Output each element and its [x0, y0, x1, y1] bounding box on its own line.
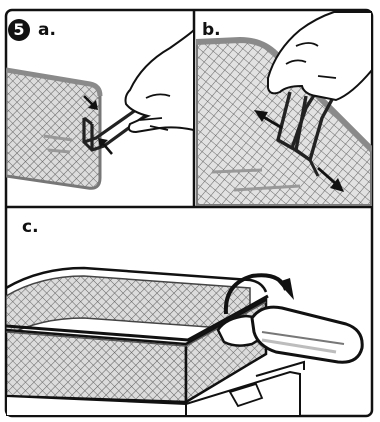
basket-front-mesh — [6, 330, 186, 402]
hand — [268, 12, 372, 100]
panel-label-c: c. — [22, 217, 39, 237]
panel-a-illustration — [6, 30, 194, 188]
basket-handle — [252, 307, 362, 362]
panel-c-illustration — [6, 268, 362, 416]
step-number-badge: 5 — [8, 19, 30, 41]
panel-b-illustration — [196, 12, 372, 206]
panel-label-a: a. — [38, 20, 56, 40]
hand — [126, 30, 195, 132]
panel-label-b: b. — [202, 20, 221, 40]
basket-side-mesh — [6, 70, 100, 188]
